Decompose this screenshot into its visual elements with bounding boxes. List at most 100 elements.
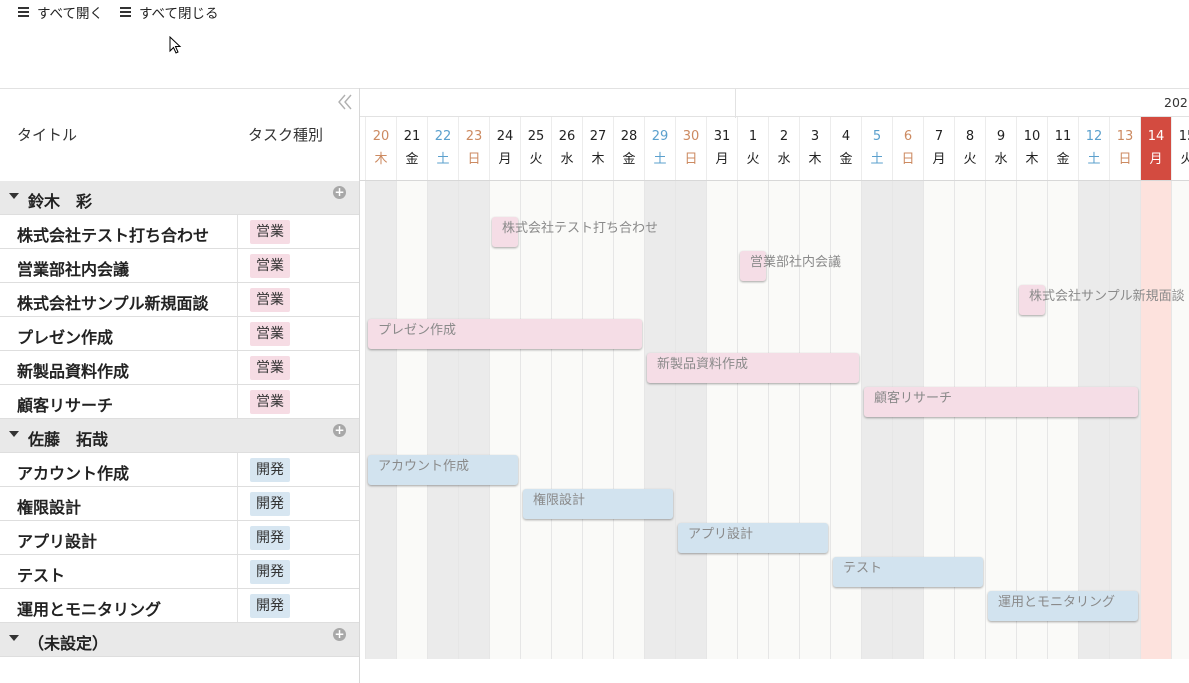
group-name: （未設定）: [28, 634, 109, 653]
add-task-icon[interactable]: +: [333, 627, 346, 641]
day-column: [520, 181, 551, 659]
task-row[interactable]: プレゼン作成 営業: [0, 317, 359, 351]
task-type-badge: 営業: [250, 288, 290, 312]
day-column: [706, 181, 737, 659]
task-row[interactable]: 営業部社内会議 営業: [0, 249, 359, 283]
year-label: 202: [1164, 95, 1188, 110]
caret-down-icon[interactable]: [9, 431, 19, 437]
day-number: 20: [372, 129, 390, 144]
weekday: 月: [498, 152, 512, 167]
day-number: 21: [403, 129, 421, 144]
day-number: 29: [651, 129, 669, 144]
task-row[interactable]: 株式会社テスト打ち合わせ 営業: [0, 215, 359, 249]
add-task-icon[interactable]: +: [333, 423, 346, 437]
weekday: 火: [746, 152, 760, 167]
task-type-badge: 営業: [250, 322, 290, 346]
day-number: 5: [872, 129, 882, 144]
weekday: 火: [963, 152, 977, 167]
weekday: 木: [374, 152, 388, 167]
gantt-bar-label: 顧客リサーチ: [874, 391, 953, 406]
gantt-bar[interactable]: [368, 319, 642, 349]
gantt-bar[interactable]: [1019, 285, 1045, 315]
collapse-all-button[interactable]: すべて閉じる: [120, 2, 219, 22]
task-title: 株式会社テスト打ち合わせ: [17, 226, 210, 245]
gantt-bar[interactable]: [523, 489, 673, 519]
weekday: 金: [1056, 152, 1070, 167]
weekday: 木: [1025, 152, 1039, 167]
day-column: [489, 181, 520, 659]
menu-icon: [120, 5, 131, 19]
gantt-bar-label: 権限設計: [533, 493, 586, 508]
day-column: [1047, 181, 1078, 659]
gantt-bar[interactable]: [368, 455, 518, 485]
task-title: 運用とモニタリング: [17, 600, 162, 619]
day-header: 31 月: [706, 117, 737, 180]
task-type-badge: 開発: [250, 594, 290, 618]
gantt-bar-label: 営業部社内会議: [750, 255, 842, 270]
day-number: 4: [841, 129, 851, 144]
caret-down-icon[interactable]: [9, 193, 19, 199]
gantt-bar[interactable]: [988, 591, 1138, 621]
task-title: アプリ設計: [17, 532, 98, 551]
day-number: 7: [934, 129, 944, 144]
month-separator: [735, 89, 736, 118]
add-task-icon[interactable]: +: [333, 185, 346, 199]
double-chevron-left-icon[interactable]: [337, 93, 353, 111]
group-row-suzuki[interactable]: 鈴木 彩 +: [0, 181, 359, 215]
toolbar: すべて開く すべて閉じる: [0, 0, 1189, 88]
day-number: 25: [527, 129, 545, 144]
gantt-bar-label: アプリ設計: [688, 527, 754, 542]
task-row[interactable]: アプリ設計 開発: [0, 521, 359, 555]
day-column: [892, 181, 923, 659]
task-row[interactable]: 株式会社サンプル新規面談 営業: [0, 283, 359, 317]
day-number: 24: [496, 129, 514, 144]
day-column: [458, 181, 489, 659]
expand-all-button[interactable]: すべて開く: [18, 2, 103, 22]
task-row[interactable]: 顧客リサーチ 営業: [0, 385, 359, 419]
group-name: 鈴木 彩: [28, 192, 93, 211]
task-row[interactable]: 新製品資料作成 営業: [0, 351, 359, 385]
expand-all-label: すべて開く: [37, 6, 104, 22]
gantt-bar-label: 運用とモニタリング: [998, 595, 1116, 610]
day-column: [1016, 181, 1047, 659]
gantt-bar[interactable]: [833, 557, 983, 587]
gantt-bar[interactable]: [492, 217, 518, 247]
weekday: 月: [715, 152, 729, 167]
day-number: 31: [713, 129, 731, 144]
day-column: [644, 181, 675, 659]
weekday: 土: [870, 152, 884, 167]
gantt-bar-label: 株式会社テスト打ち合わせ: [502, 221, 659, 236]
gantt-bar[interactable]: [740, 251, 766, 281]
gantt-bar[interactable]: [864, 387, 1138, 417]
gantt-bar-label: テスト: [843, 561, 883, 576]
day-header: 24 月: [489, 117, 520, 180]
task-row[interactable]: アカウント作成 開発: [0, 453, 359, 487]
day-number: 11: [1054, 129, 1072, 144]
task-row[interactable]: 運用とモニタリング 開発: [0, 589, 359, 623]
caret-down-icon[interactable]: [9, 635, 19, 641]
weekday: 金: [839, 152, 853, 167]
day-column: [954, 181, 985, 659]
day-header: 15火: [1171, 117, 1189, 180]
gantt-bar[interactable]: [647, 353, 859, 383]
task-row[interactable]: 権限設計 開発: [0, 487, 359, 521]
group-row-sato[interactable]: 佐藤 拓哉 +: [0, 419, 359, 453]
day-column: [396, 181, 427, 659]
task-row[interactable]: テスト 開発: [0, 555, 359, 589]
group-row-unassigned[interactable]: （未設定） +: [0, 623, 359, 657]
task-type-badge: 開発: [250, 526, 290, 550]
gantt-bar[interactable]: [678, 523, 828, 553]
